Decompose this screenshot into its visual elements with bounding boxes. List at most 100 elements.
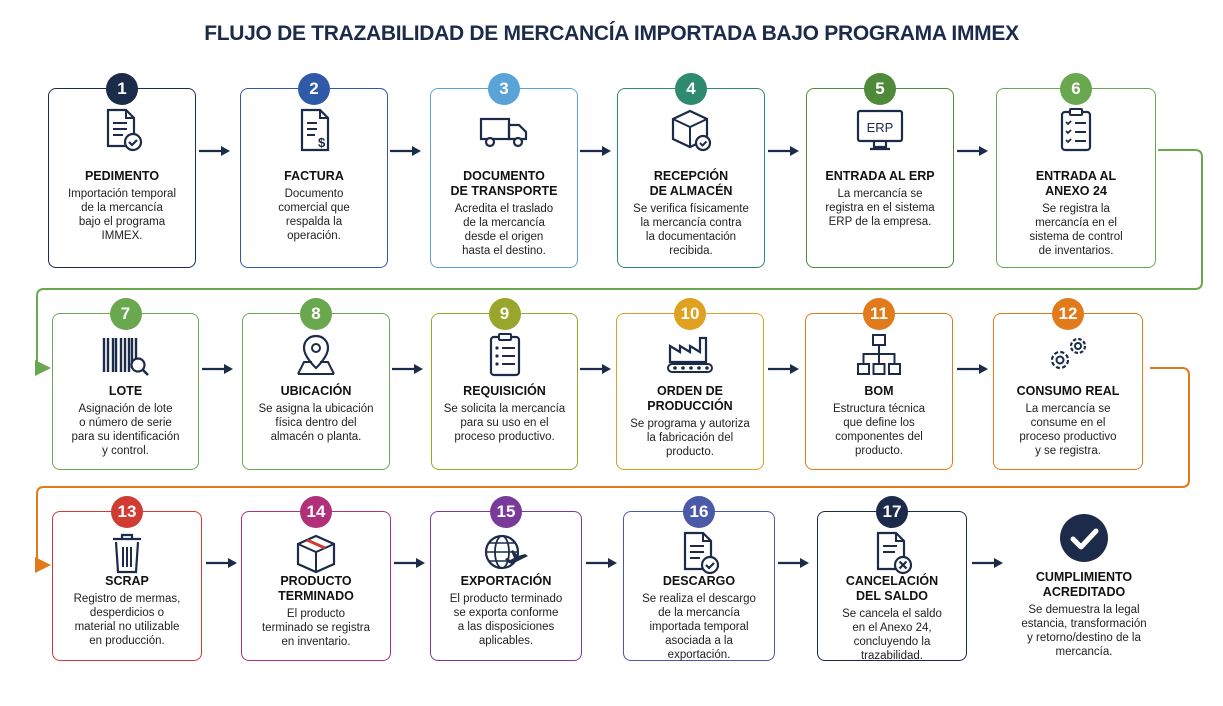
step-number-badge: 5 (864, 73, 896, 105)
step-number-badge: 7 (109, 298, 142, 330)
diagram-title: FLUJO DE TRAZABILIDAD DE MERCANCÍA IMPOR… (204, 22, 1019, 45)
step-title: FACTURA (284, 169, 344, 183)
document-check-icon (96, 107, 148, 153)
barcode-search-icon (100, 332, 152, 378)
package-icon (290, 530, 342, 576)
map-pin-icon (290, 332, 342, 378)
clipboard-checklist-icon (1050, 107, 1102, 153)
step-title: ENTRADA AL ERP (825, 169, 935, 183)
flow-arrow (778, 556, 810, 574)
connector-row1-row2 (35, 149, 1203, 376)
hierarchy-icon (853, 332, 905, 378)
step-number-badge: 12 (1052, 298, 1084, 330)
flow-arrow (768, 362, 800, 380)
step-title: PRODUCTO TERMINADO (278, 574, 354, 603)
step-number-badge: 2 (298, 73, 330, 105)
flow-arrow (392, 362, 424, 380)
step-description: Importación temporal de la mercancía baj… (67, 188, 177, 242)
step-title: UBICACIÓN (280, 384, 352, 398)
box-check-icon (665, 107, 717, 153)
step-title: DOCUMENTO DE TRANSPORTE (450, 169, 558, 198)
step-number-badge: 10 (674, 298, 706, 330)
step-description: El producto terminado se registra en inv… (261, 608, 371, 648)
globe-plane-icon (480, 530, 532, 576)
step-description: Se registra la mercancía en el sistema d… (1029, 203, 1123, 257)
step-number-badge: 8 (300, 298, 332, 330)
flow-arrow (586, 556, 618, 574)
step-description: La mercancía se consume en el proceso pr… (1019, 403, 1117, 457)
step-number-badge: 15 (490, 496, 522, 528)
step-number-badge: 9 (488, 298, 521, 330)
step-description: Asignación de lote o número de serie par… (71, 403, 180, 457)
flow-arrow (768, 144, 800, 162)
invoice-icon: $ (288, 107, 340, 153)
step-title: ORDEN DE PRODUCCIÓN (647, 384, 733, 413)
final-title: CUMPLIMIENTO ACREDITADO (1035, 570, 1133, 599)
step-title: SCRAP (105, 574, 149, 588)
flow-arrow (202, 362, 234, 380)
step-title: DESCARGO (662, 574, 736, 588)
flow-arrow (390, 144, 422, 162)
step-description: Se realiza el descargo de la mercancía i… (642, 593, 756, 661)
step-title: PEDIMENTO (84, 169, 160, 183)
step-description: Registro de mermas, desperdicios o mater… (73, 593, 181, 647)
flow-arrow (580, 362, 612, 380)
flow-arrow (199, 144, 231, 162)
step-card-2: 2 $ FACTURA Documento comercial que respald… (240, 73, 388, 268)
step-title: LOTE (108, 384, 143, 398)
clipboard-list-icon (479, 332, 531, 378)
step-number-badge: 1 (106, 73, 138, 105)
step-title: REQUISICIÓN (463, 384, 546, 398)
step-description: Se programa y autoriza la fabricación de… (630, 418, 750, 458)
step-description: Se solicita la mercancía para su uso en … (443, 403, 566, 443)
step-number-badge: 16 (683, 496, 715, 528)
step-number-badge: 11 (863, 298, 895, 330)
flow-arrow (394, 556, 426, 574)
final-outcome: CUMPLIMIENTO ACREDITADO Se demuestra la l… (996, 512, 1172, 662)
step-description: Estructura técnica que define los compon… (832, 403, 926, 457)
flow-arrow (206, 556, 238, 574)
flow-arrow (957, 362, 989, 380)
step-title: CANCELACIÓN DEL SALDO (845, 574, 939, 603)
document-check-icon (673, 530, 725, 576)
step-description: Documento comercial que respalda la oper… (278, 188, 350, 242)
final-description: Se demuestra la legal estancia, transfor… (1021, 604, 1147, 658)
factory-icon (664, 332, 716, 378)
svg-text:ERP: ERP (867, 120, 894, 135)
gears-icon (1042, 332, 1094, 378)
step-number-badge: 3 (488, 73, 520, 105)
svg-text:$: $ (318, 135, 326, 150)
step-description: El producto terminado se exporta conform… (449, 593, 563, 647)
truck-icon (478, 107, 530, 153)
step-number-badge: 13 (111, 496, 143, 528)
step-title: ENTRADA AL ANEXO 24 (1035, 169, 1117, 198)
step-title: EXPORTACIÓN (460, 574, 552, 588)
flow-arrow (580, 144, 612, 162)
step-title: CONSUMO REAL (1016, 384, 1120, 398)
step-number-badge: 6 (1060, 73, 1092, 105)
step-number-badge: 4 (675, 73, 707, 105)
step-description: Se asigna la ubicación física dentro del… (258, 403, 374, 443)
step-description: Se cancela el saldo en el Anexo 24, conc… (842, 608, 942, 662)
step-description: La mercancía se registra en el sistema E… (825, 188, 935, 228)
checkmark-circle-icon (1058, 512, 1110, 564)
trash-icon (101, 530, 153, 576)
step-title: BOM (864, 384, 894, 398)
